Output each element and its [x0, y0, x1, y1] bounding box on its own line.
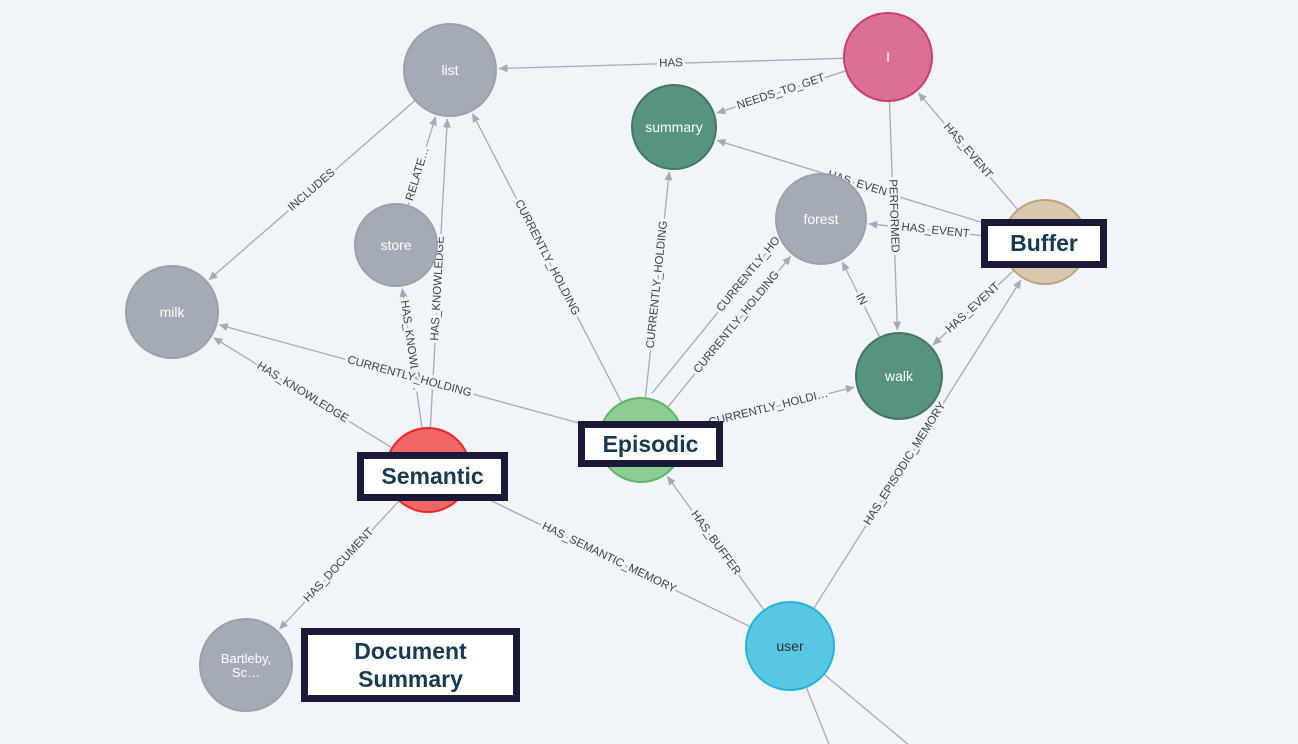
- node-bartleby[interactable]: Bartleby,Sc…: [199, 618, 293, 712]
- node-caption: forest: [803, 211, 838, 227]
- relationship-line[interactable]: [278, 500, 400, 630]
- edge-i-performed-walk[interactable]: PERFORMED: [883, 101, 904, 331]
- relationship-type-label[interactable]: IN: [850, 288, 872, 310]
- edge-episodic-currently-ho-forest[interactable]: CURRENTLY_HO…: [651, 223, 793, 394]
- annotation-text: Semantic: [381, 463, 484, 490]
- node-store[interactable]: store: [354, 203, 438, 287]
- relationship-type-label[interactable]: CURRENTLY_HOLDING: [509, 195, 584, 320]
- annotation-episodic: Episodic: [578, 421, 723, 467]
- relationship-line[interactable]: [471, 113, 622, 403]
- relationship-type-label[interactable]: NEEDS_TO_GET: [732, 69, 829, 115]
- relationship-type-label[interactable]: HAS_SEMANTIC_MEMORY: [537, 517, 681, 598]
- node-caption: Bartleby,Sc…: [221, 650, 271, 679]
- annotation-semantic: Semantic: [357, 452, 508, 501]
- node-circle[interactable]: [843, 12, 933, 102]
- relationship-line[interactable]: [932, 270, 1014, 346]
- node-circle[interactable]: [745, 601, 835, 691]
- relationship-type-label[interactable]: HAS_EVENT: [941, 277, 1006, 338]
- edge-semantic-has-knowledge-milk[interactable]: HAS_KNOWLEDGE: [213, 337, 392, 448]
- edge-user-has-episodic-memory-buffer[interactable]: HAS_EPISODIC_MEMORY: [813, 279, 1022, 609]
- relationship-line[interactable]: [468, 489, 750, 627]
- node-caption: walk: [884, 368, 914, 384]
- relationship-line[interactable]: [208, 100, 415, 281]
- relationship-line[interactable]: [716, 70, 846, 115]
- relationship-line[interactable]: [888, 101, 902, 331]
- relationship-line[interactable]: [841, 261, 881, 337]
- edge-user-link-offscreen-23[interactable]: [805, 687, 850, 744]
- annotation-text: Buffer: [1010, 230, 1078, 257]
- node-caption: I: [886, 49, 890, 65]
- node-caption: milk: [160, 304, 186, 320]
- edge-buffer-has-event-i[interactable]: HAS_EVENT: [917, 92, 1018, 210]
- relationship-type-label[interactable]: HAS_DOCUMENT: [299, 523, 380, 608]
- node-caption: summary: [645, 119, 703, 135]
- node-summary[interactable]: summary: [631, 84, 717, 170]
- edge-walk-in-forest[interactable]: IN: [841, 261, 881, 337]
- node-caption: store: [380, 237, 411, 253]
- node-i[interactable]: I: [843, 12, 933, 102]
- node-circle[interactable]: [199, 618, 293, 712]
- node-milk[interactable]: milk: [125, 265, 219, 359]
- relationship-line[interactable]: [399, 288, 423, 428]
- edge-user-link-offscreen-24[interactable]: [824, 674, 944, 744]
- relationship-line[interactable]: [498, 57, 844, 73]
- relationship-line[interactable]: [813, 279, 1022, 609]
- relationship-type-label[interactable]: INCLUDES: [283, 163, 341, 216]
- relationship-line[interactable]: [805, 687, 850, 744]
- annotation-text: Document Summary: [354, 637, 467, 692]
- node-caption: user: [776, 638, 804, 654]
- relationship-line[interactable]: [407, 116, 437, 206]
- relationship-line[interactable]: [218, 323, 600, 430]
- annotation-buffer: Buffer: [981, 219, 1107, 268]
- node-forest[interactable]: forest: [775, 173, 867, 265]
- edge-buffer-has-event-walk[interactable]: HAS_EVENT: [932, 270, 1014, 346]
- edge-episodic-currently-holding-list[interactable]: CURRENTLY_HOLDING: [471, 113, 622, 403]
- node-list[interactable]: list: [403, 23, 497, 117]
- relationship-line[interactable]: [667, 255, 792, 408]
- edge-episodic-currently-holding-forest[interactable]: CURRENTLY_HOLDING: [667, 255, 792, 408]
- relationship-line[interactable]: [651, 242, 775, 394]
- node-circle[interactable]: [125, 265, 219, 359]
- node-circle[interactable]: [403, 23, 497, 117]
- edge-semantic-has-document-bartleby[interactable]: HAS_DOCUMENT: [278, 500, 400, 630]
- node-circle[interactable]: [775, 173, 867, 265]
- relationship-type-label[interactable]: CURRENTLY_HOLDI…: [705, 385, 833, 432]
- edge-episodic-currently-holding-summary[interactable]: CURRENTLY_HOLDING: [642, 171, 673, 398]
- node-circle[interactable]: [855, 332, 943, 420]
- relationship-line[interactable]: [213, 337, 392, 448]
- relationship-line[interactable]: [824, 674, 944, 744]
- node-circle[interactable]: [354, 203, 438, 287]
- relationship-type-label[interactable]: HAS_EVENT: [898, 218, 973, 243]
- relationship-type-label[interactable]: HAS_KNOWLEDGE: [252, 357, 354, 428]
- relationship-line[interactable]: [868, 220, 1003, 239]
- edge-i-has-list[interactable]: HAS: [498, 54, 844, 73]
- relationship-type-label[interactable]: HAS_EVENT: [938, 118, 997, 184]
- relationship-type-label[interactable]: PERFORMED: [883, 176, 904, 256]
- relationship-type-label[interactable]: HAS: [656, 54, 686, 73]
- node-circle[interactable]: [631, 84, 717, 170]
- relationship-line[interactable]: [666, 476, 765, 610]
- edge-semantic-has-knowle-store[interactable]: HAS_KNOWLE…: [395, 288, 426, 428]
- edge-store-relate-list[interactable]: RELATE…: [401, 116, 437, 206]
- edge-i-needs-to-get-summary[interactable]: NEEDS_TO_GET: [716, 69, 846, 115]
- annotation-text: Episodic: [602, 430, 699, 457]
- annotation-document-summary: Document Summary: [301, 628, 520, 702]
- relationship-type-label[interactable]: CURRENTLY_HOLDING: [642, 217, 673, 352]
- edge-user-has-buffer-episodic[interactable]: HAS_BUFFER: [666, 476, 765, 610]
- edge-user-has-semantic-memory-semantic[interactable]: HAS_SEMANTIC_MEMORY: [468, 489, 750, 627]
- relationship-line[interactable]: [917, 92, 1018, 210]
- relationship-type-label[interactable]: RELATE…: [401, 143, 435, 205]
- relationship-line[interactable]: [644, 171, 673, 398]
- node-caption: list: [441, 62, 458, 78]
- node-walk[interactable]: walk: [855, 332, 943, 420]
- node-user[interactable]: user: [745, 601, 835, 691]
- relationship-line[interactable]: [716, 139, 1005, 230]
- relationship-type-label[interactable]: HAS_BUFFER: [685, 506, 745, 581]
- relationship-line[interactable]: [429, 118, 451, 428]
